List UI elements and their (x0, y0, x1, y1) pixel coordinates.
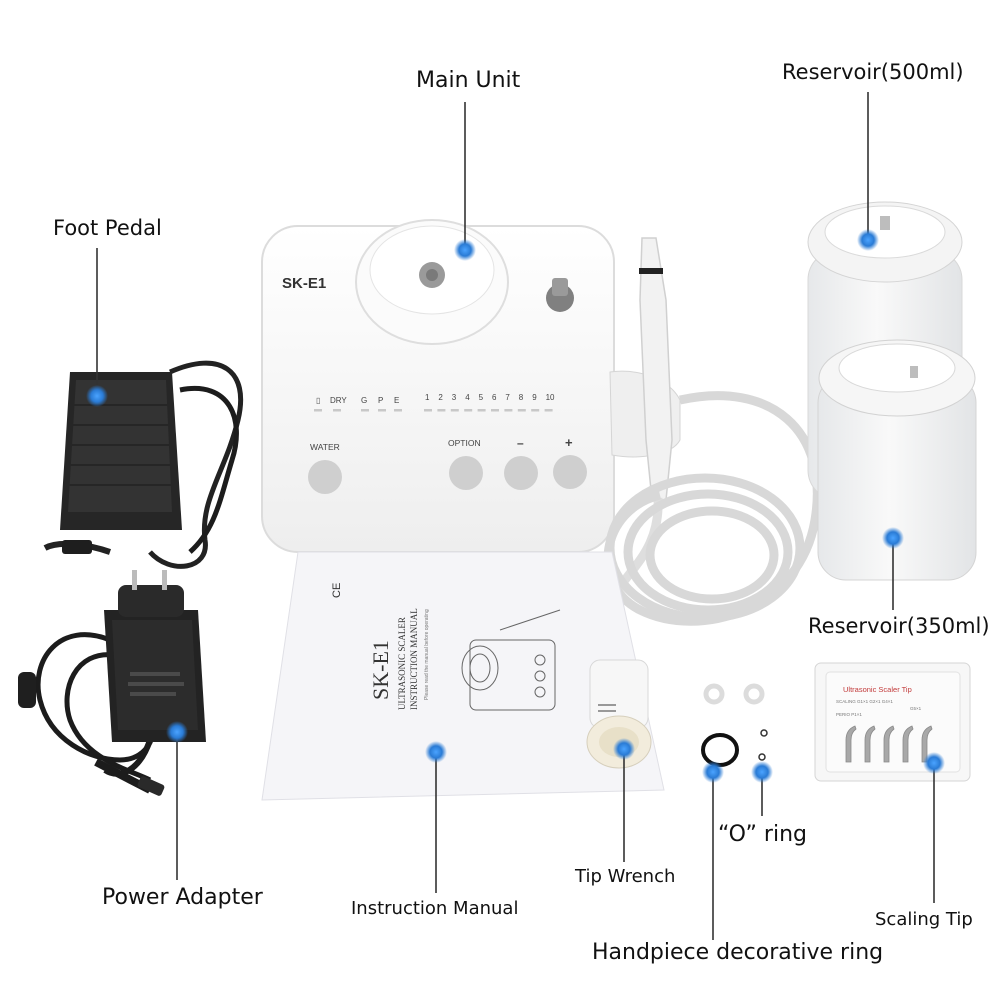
foot-pedal (43, 360, 244, 569)
minus-label: – (517, 436, 524, 450)
label-power-adapter: Power Adapter (102, 885, 263, 910)
level-label: 4 (465, 393, 470, 402)
callout-dot-scaling-tip (923, 752, 945, 774)
level-label: 8 (519, 393, 524, 402)
callout-dot-foot-pedal (86, 385, 108, 407)
label-instruction-manual: Instruction Manual (351, 898, 519, 919)
option-label: OPTION (448, 438, 481, 448)
label-foot-pedal: Foot Pedal (53, 216, 162, 240)
scaling-tip (845, 725, 857, 763)
mode-label: G (361, 396, 367, 405)
led-indicator (504, 409, 513, 412)
scaling-tip (864, 725, 876, 763)
label-handpiece-ring: Handpiece decorative ring (592, 940, 884, 965)
led-indicator (394, 409, 402, 412)
o-rings (703, 683, 768, 761)
water-button[interactable] (308, 460, 342, 494)
label-o-ring: “O” ring (718, 822, 807, 847)
label-main-unit: Main Unit (416, 68, 521, 93)
led-indicator (531, 409, 540, 412)
led-indicator (450, 409, 459, 412)
level-label: 5 (479, 393, 484, 402)
manual-note: Please read the manual before operating (424, 609, 430, 700)
manual-title-line1: ULTRASONIC SCALER (397, 617, 407, 710)
led-indicator (464, 409, 473, 412)
led-indicator (333, 409, 341, 412)
water-label: WATER (310, 442, 340, 452)
plus-button[interactable] (553, 455, 587, 489)
tip-box-row3: PERIO P1×1 (836, 712, 862, 717)
scaling-tip (883, 725, 895, 763)
unit-model-label: SK-E1 (282, 275, 326, 292)
callout-dots (86, 229, 945, 783)
level-label: 3 (452, 393, 457, 402)
led-indicator (544, 409, 553, 412)
led-indicator (491, 409, 499, 412)
mode-label: E (394, 396, 399, 405)
led-indicator (314, 409, 322, 412)
reservoir-350ml (817, 339, 977, 581)
callout-lines (96, 92, 935, 940)
led-indicator (378, 409, 386, 412)
scaling-tip-box: Ultrasonic Scaler Tip SCALING G1×1 G2×1 … (814, 662, 971, 782)
callout-dot-reservoir-500 (857, 229, 879, 251)
led-indicator (477, 409, 486, 412)
callout-dot-handpiece-ring (702, 761, 724, 783)
handpiece-cable (603, 391, 822, 626)
level-label: 10 (546, 393, 555, 402)
scaling-tip (902, 725, 914, 763)
plus-label: + (565, 435, 573, 450)
level-label: 9 (532, 393, 537, 402)
scaling-tip (921, 725, 933, 763)
label-reservoir-350ml: Reservoir(350ml) (808, 614, 990, 638)
callout-dot-tip-wrench (613, 738, 635, 760)
label-scaling-tip: Scaling Tip (875, 909, 973, 930)
callout-dot-reservoir-350 (882, 527, 904, 549)
led-indicator (517, 409, 526, 412)
level-label: 6 (492, 393, 497, 402)
mode-label: P (378, 396, 383, 405)
mode-label: DRY (330, 396, 347, 405)
tip-box-title: Ultrasonic Scaler Tip (843, 685, 912, 694)
option-button[interactable] (449, 456, 483, 490)
minus-button[interactable] (504, 456, 538, 490)
level-label: 2 (438, 393, 443, 402)
label-reservoir-500ml: Reservoir(500ml) (782, 60, 964, 84)
manual-title-line2: INSTRUCTION MANUAL (409, 608, 419, 710)
callout-dot-manual (425, 741, 447, 763)
callout-dot-main-unit (454, 239, 476, 261)
callout-dot-o-ring (751, 761, 773, 783)
power-adapter (18, 570, 206, 796)
tip-box-row2: G5×1 (910, 706, 922, 711)
led-indicator (424, 409, 432, 412)
manual-ce-mark: CE (331, 583, 343, 598)
led-indicator (361, 409, 369, 412)
level-label: 1 (425, 393, 430, 402)
instruction-manual: CE SK-E1 ULTRASONIC SCALER INSTRUCTION M… (261, 551, 665, 801)
label-tip-wrench: Tip Wrench (575, 866, 676, 887)
callout-dot-power-adapter (166, 721, 188, 743)
tip-box-row1: SCALING G1×1 G2×1 G4×1 (836, 699, 893, 704)
handpiece-decorative-ring (701, 733, 739, 767)
svg-text:▯: ▯ (316, 396, 320, 405)
manual-model: SK-E1 (368, 640, 393, 700)
level-label: 7 (505, 393, 510, 402)
led-indicator (437, 409, 446, 412)
